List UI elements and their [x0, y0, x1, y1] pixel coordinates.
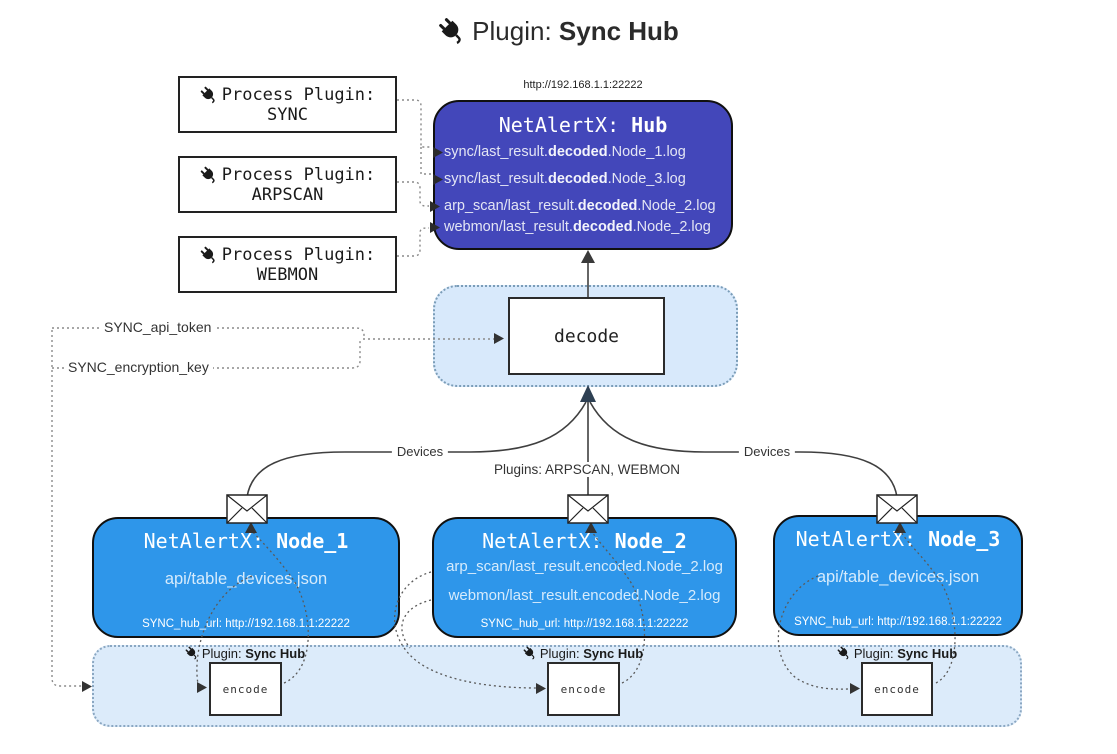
node-1-footer: SYNC_hub_url: http://192.168.1.1:22222: [142, 618, 350, 630]
hub-title: NetAlertX: Hub: [433, 113, 733, 137]
process-plugin-label: Process Plugin:: [221, 244, 376, 265]
process-plugin-arpscan: Process Plugin: ARPSCAN: [178, 156, 397, 213]
node-1-line: api/table_devices.json: [164, 570, 328, 588]
process-plugin-name: ARPSCAN: [251, 184, 324, 205]
encode-box-2: encode: [547, 662, 620, 716]
hub-log-line: arp_scan/last_result.decoded.Node_2.log: [444, 198, 716, 214]
process-plugin-name: WEBMON: [256, 264, 319, 285]
hub-log-line: sync/last_result.decoded.Node_3.log: [444, 171, 686, 187]
process-plugin-name: SYNC: [267, 104, 308, 125]
page-title-name: Sync Hub: [558, 16, 679, 46]
process-plugin-label: Process Plugin:: [221, 84, 376, 105]
node-1-title: NetAlertX: Node_1: [143, 529, 349, 553]
hub-box: [433, 100, 733, 250]
page-title: Plugin: Sync Hub: [0, 14, 1117, 47]
plug-icon: [199, 165, 218, 184]
process-plugin-sync: Process Plugin: SYNC: [178, 76, 397, 133]
node-2-footer: SYNC_hub_url: http://192.168.1.1:22222: [480, 618, 689, 630]
node-3-line: api/table_devices.json: [816, 568, 980, 586]
process-plugin-label: Process Plugin:: [221, 164, 376, 185]
hub-url-label: http://192.168.1.1:22222: [523, 79, 643, 91]
hub-log-line: webmon/last_result.decoded.Node_2.log: [444, 219, 711, 235]
plug-icon: [199, 85, 218, 104]
encode-box-3: encode: [861, 662, 933, 716]
hub-title-name: Hub: [631, 113, 668, 137]
hub-log-line: sync/last_result.decoded.Node_1.log: [444, 144, 686, 160]
plug-icon: [199, 245, 218, 264]
encode-box-1: encode: [209, 662, 282, 716]
node-3-title: NetAlertX: Node_3: [795, 527, 1001, 551]
node-3-footer: SYNC_hub_url: http://192.168.1.1:22222: [794, 616, 1002, 628]
node-2-line: webmon/last_result.encoded.Node_2.log: [448, 587, 721, 604]
plug-icon: [436, 14, 468, 47]
node-2-title: NetAlertX: Node_2: [482, 529, 687, 553]
node-2-line: arp_scan/last_result.encoded.Node_2.log: [446, 558, 723, 575]
page-title-prefix: Plugin:: [472, 16, 559, 46]
process-plugin-webmon: Process Plugin: WEBMON: [178, 236, 397, 293]
hub-title-prefix: NetAlertX:: [498, 113, 632, 137]
decode-box: decode: [508, 297, 665, 375]
